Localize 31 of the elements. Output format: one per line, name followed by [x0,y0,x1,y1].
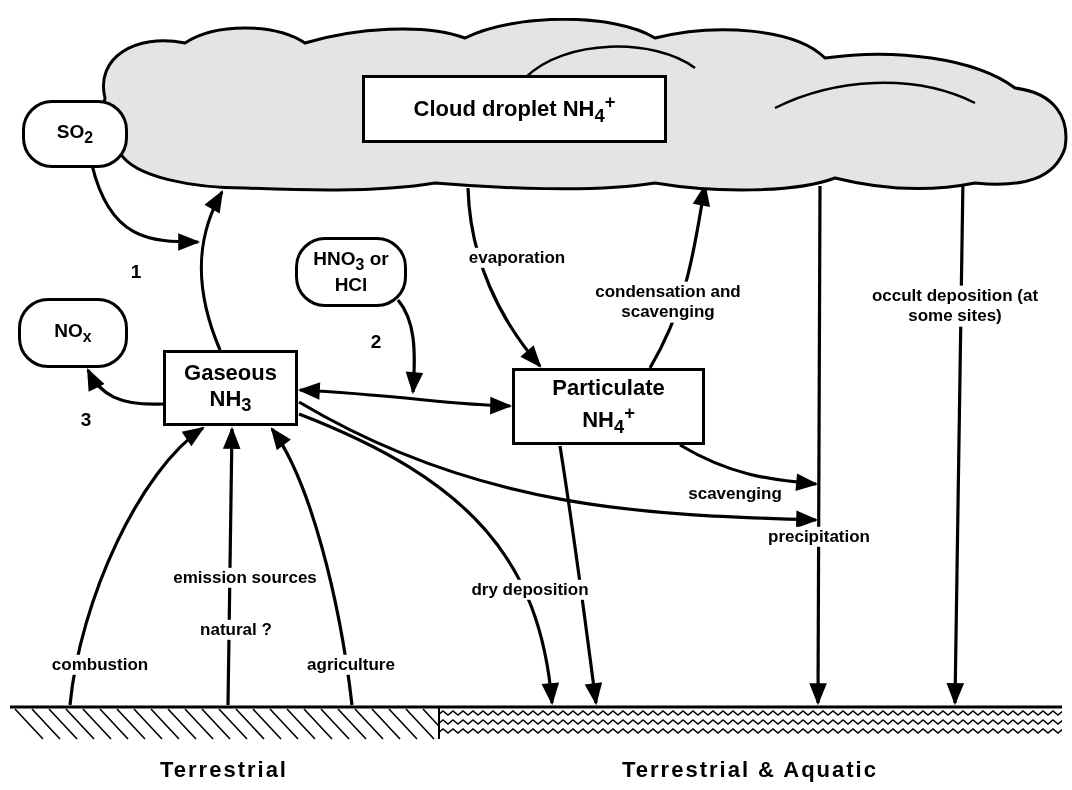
rounded-box [295,237,407,307]
process-box [512,368,705,445]
edge-label: evaporation [466,247,568,269]
edge-label: combustion [49,654,151,676]
process-box [362,75,667,143]
arrow [297,382,513,415]
edge-label: natural ? [198,619,274,641]
edge-label: dry deposition [469,579,591,601]
arrow [558,445,603,706]
arrow [270,427,354,706]
rounded-box [22,100,128,168]
node-label: HNO$_{3}$ or HCl [312,248,390,296]
annotation-label: emission sources [171,567,319,589]
arrow [298,400,819,529]
node-label: SO$_{2}$ [56,121,94,147]
node-label: NO$_{x}$ [54,320,92,346]
ground-label: Terrestrial [159,757,289,783]
ground-label: Terrestrial & Aquatic [621,757,879,783]
arrow [298,412,559,706]
arrow [679,443,819,491]
arrow [199,190,224,351]
arrow [396,299,424,395]
arrow [68,426,205,706]
rounded-box [18,298,128,368]
arrow [809,186,827,706]
edge-label: precipitation [766,526,872,548]
edge-label: agriculture [305,654,397,676]
arrow [86,368,164,406]
process-box [163,350,298,426]
arrow [466,187,542,368]
node-label: Gaseous NH$_{3}$ [183,359,278,417]
